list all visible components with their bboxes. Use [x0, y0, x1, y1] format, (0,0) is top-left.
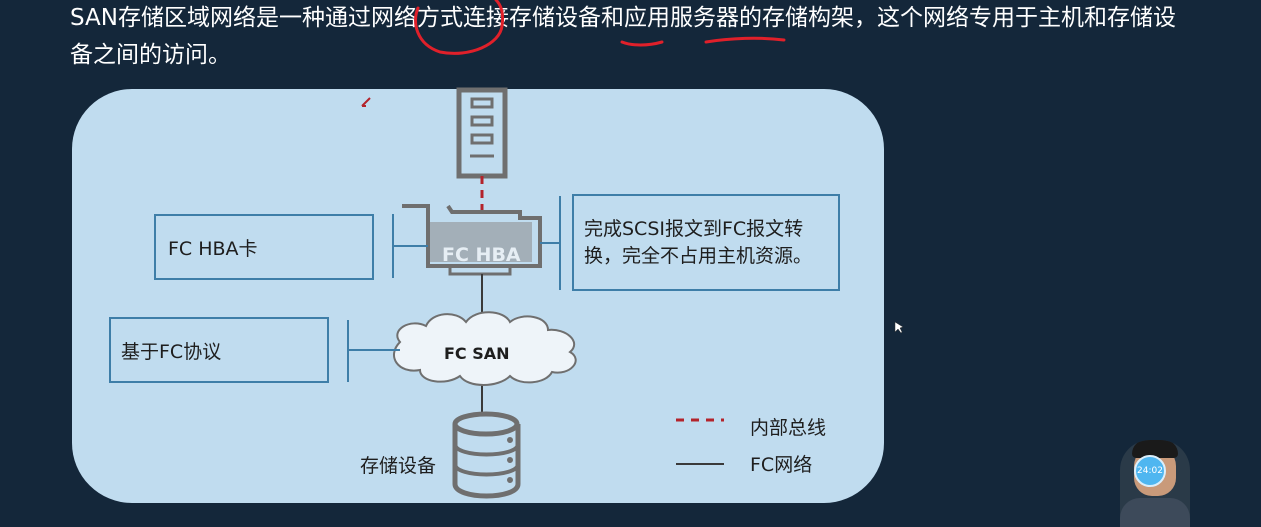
- callout-scsi-conversion-text: 完成SCSI报文到FC报文转换，完全不占用主机资源。: [584, 217, 813, 267]
- callout-hba-card-text: FC HBA卡: [168, 237, 258, 260]
- fc-hba-label: FC HBA: [442, 244, 521, 266]
- callout-hba-card: FC HBA卡: [154, 214, 374, 280]
- callout-scsi-conversion: 完成SCSI报文到FC报文转换，完全不占用主机资源。: [572, 194, 840, 291]
- fc-hba-card-icon: [402, 204, 542, 276]
- callout-fc-protocol-text: 基于FC协议: [121, 340, 222, 363]
- storage-device-label: 存储设备: [360, 455, 437, 477]
- server-icon: [456, 87, 508, 179]
- timer-badge: 24:02: [1134, 455, 1166, 487]
- pen-cursor-icon: [361, 97, 371, 107]
- storage-device-icon: [452, 411, 521, 499]
- callout-fc-protocol: 基于FC协议: [109, 317, 329, 383]
- callout-brackets: [347, 196, 561, 382]
- fc-san-cloud-icon: [393, 311, 577, 386]
- legend-fc-network-label: FC网络: [750, 454, 813, 476]
- fc-san-label: FC SAN: [444, 344, 510, 363]
- pointer-cursor-icon: [894, 321, 904, 334]
- legend-internal-bus-label: 内部总线: [750, 417, 827, 439]
- slide-heading: SAN存储区域网络是一种通过网络方式连接存储设备和应用服务器的存储构架，这个网络…: [70, 5, 1176, 68]
